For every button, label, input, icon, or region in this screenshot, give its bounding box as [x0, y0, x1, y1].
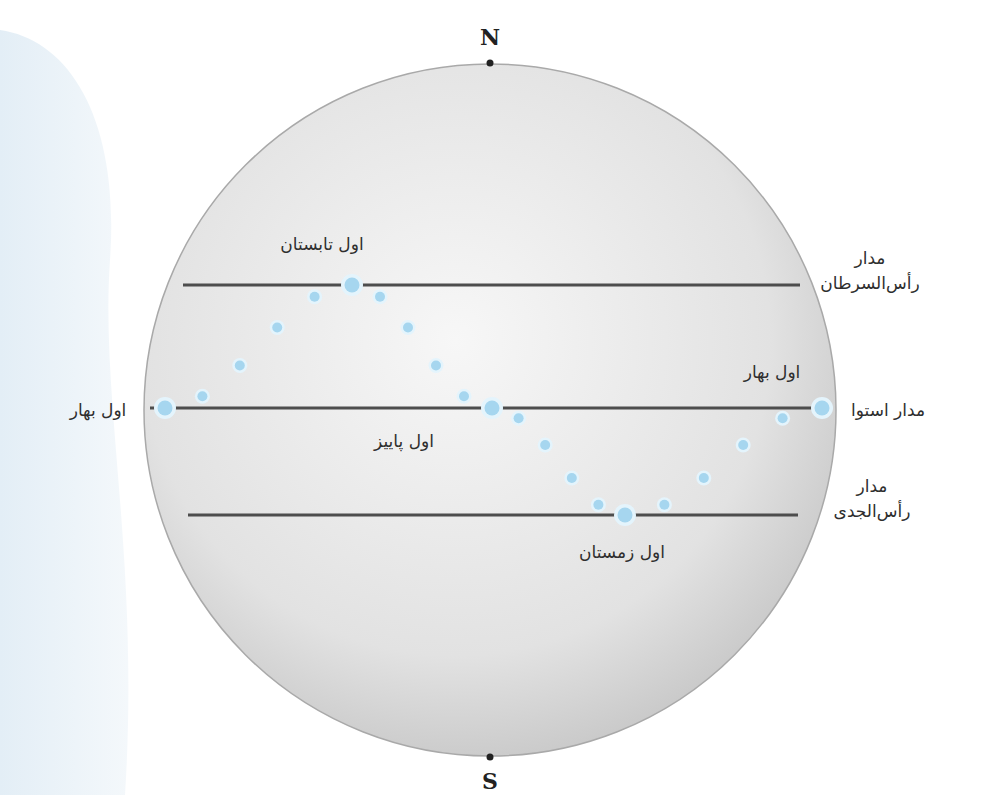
sun-dot-halo	[614, 504, 636, 526]
season-label: اول بهار	[744, 360, 801, 385]
season-label: اول بهار	[70, 398, 127, 423]
sun-dot	[375, 292, 385, 302]
sun-dot-halo	[657, 497, 672, 512]
sun-dot	[197, 391, 207, 401]
north-label: N	[480, 22, 500, 54]
background-shape	[0, 30, 128, 795]
sun-dot	[618, 508, 633, 523]
sun-path-dots	[154, 274, 833, 526]
season-label: اول پاییز	[374, 429, 434, 454]
tropic-label: مدار رأس‌الجدی	[822, 474, 922, 523]
sun-dot	[699, 473, 709, 483]
sun-dot-halo	[307, 289, 322, 304]
sun-dot	[593, 500, 603, 510]
tropic-label: مدار رأس‌السرطان	[820, 246, 920, 295]
season-label: اول تابستان	[280, 232, 363, 257]
sun-dot-halo	[736, 437, 751, 452]
sun-dot	[567, 473, 577, 483]
sun-dot	[235, 361, 245, 371]
sun-dot-halo	[429, 358, 444, 373]
sun-dot-halo	[538, 437, 553, 452]
north-pole-dot	[487, 60, 494, 67]
season-label: اول زمستان	[579, 540, 665, 565]
sun-dot-halo	[811, 397, 833, 419]
sun-dot-halo	[591, 497, 606, 512]
south-pole-dot	[487, 754, 494, 761]
tropic-of-capricorn	[188, 514, 798, 517]
sun-dot	[540, 440, 550, 450]
south-label: S	[482, 766, 498, 795]
sun-dot	[659, 500, 669, 510]
tropic-of-cancer	[183, 284, 800, 287]
sun-dot-halo	[511, 411, 526, 426]
equator-label: مدار استوا	[851, 398, 925, 423]
sun-dot-halo	[195, 389, 210, 404]
earth-globe	[144, 64, 836, 756]
sun-dot-halo	[457, 389, 472, 404]
sun-dot	[345, 278, 360, 293]
sun-dot-halo	[232, 358, 247, 373]
sun-dot	[815, 401, 830, 416]
sun-dot-halo	[696, 471, 711, 486]
sun-dot	[272, 322, 282, 332]
sun-dot	[158, 401, 173, 416]
sun-dot-halo	[341, 274, 363, 296]
sun-dot-halo	[564, 471, 579, 486]
sun-dot-halo	[373, 289, 388, 304]
sun-dot-halo	[154, 397, 176, 419]
sun-dot	[431, 361, 441, 371]
sun-dot	[459, 391, 469, 401]
sun-dot	[403, 322, 413, 332]
sun-dot-halo	[401, 320, 416, 335]
sun-dot	[778, 413, 788, 423]
sun-dot	[738, 440, 748, 450]
sun-dot-halo	[270, 320, 285, 335]
sun-dot	[514, 413, 524, 423]
sun-dot-halo	[481, 397, 503, 419]
sun-dot	[310, 292, 320, 302]
sun-dot	[485, 401, 500, 416]
sun-dot-halo	[775, 411, 790, 426]
